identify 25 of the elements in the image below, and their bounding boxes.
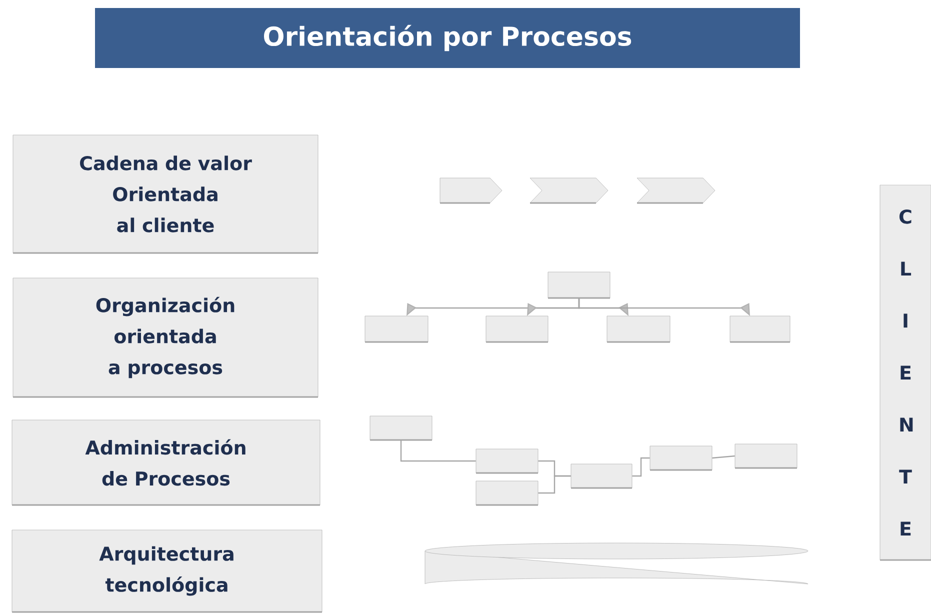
process-box <box>548 272 610 299</box>
chevron-shape <box>530 178 608 204</box>
process-box <box>570 464 632 489</box>
title-banner: Orientación por Procesos <box>95 8 800 68</box>
process-box <box>734 444 798 469</box>
process-box <box>370 416 432 441</box>
label-box: Cadena de valor Orientada al cliente <box>12 134 318 254</box>
process-box <box>730 316 790 343</box>
process-box <box>650 446 712 471</box>
label-box: Organización orientada a procesos <box>12 278 318 398</box>
client-column: C L I E N T E <box>880 184 931 561</box>
label-box: Arquitectura tecnológica <box>12 530 322 613</box>
database-cylinder <box>424 542 808 584</box>
chevron-shape <box>440 178 502 204</box>
process-box <box>476 448 538 474</box>
connector <box>538 475 571 494</box>
connector <box>632 457 650 477</box>
connector <box>712 455 735 459</box>
chevron-shape <box>636 178 716 204</box>
process-box <box>606 316 670 343</box>
connector <box>400 440 476 462</box>
process-box <box>486 316 548 343</box>
label-box: Administración de Procesos <box>12 420 320 506</box>
process-box <box>364 316 428 343</box>
process-box <box>476 480 538 506</box>
